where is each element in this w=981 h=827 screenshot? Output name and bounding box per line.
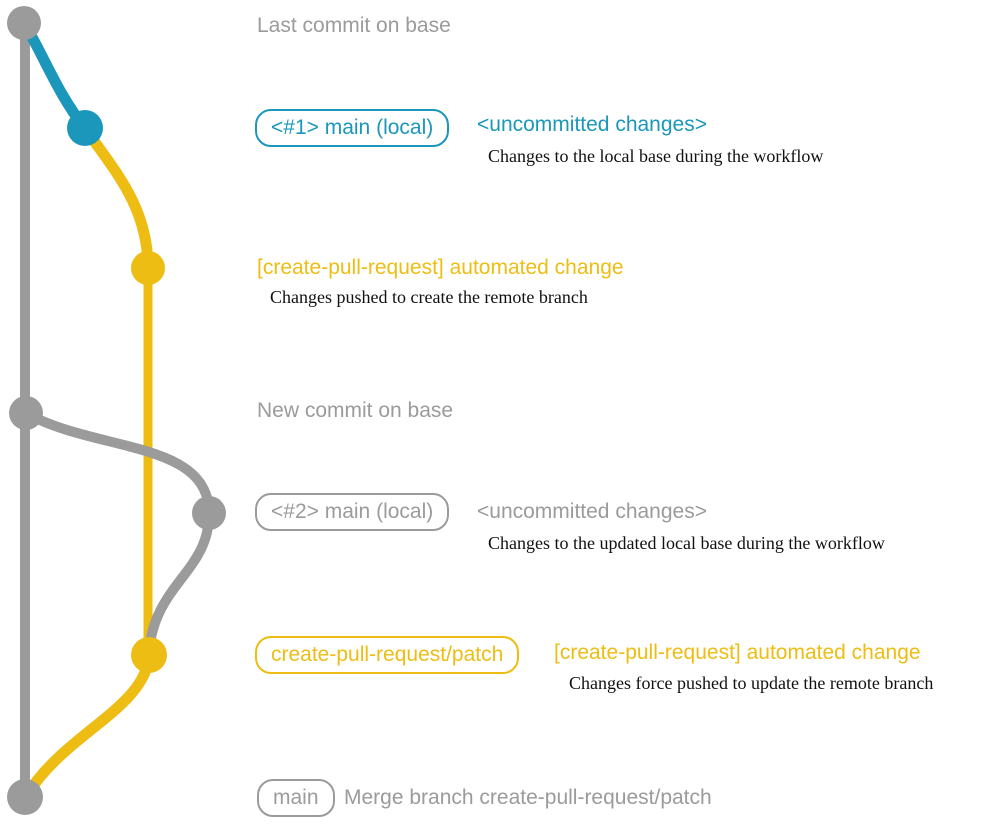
edge-local-2-to-remote-2 [144, 508, 215, 660]
commit-node-local-1 [67, 110, 103, 146]
status-uncommitted-changes-2: <uncommitted changes> [477, 500, 707, 523]
merge-commit-message: Merge branch create-pull-request/patch [344, 786, 712, 809]
commit-node-local-2 [192, 496, 226, 530]
branch-badge-main-local-2: <#2> main (local) [255, 493, 450, 531]
commit-node-merge [7, 779, 43, 815]
annotation-last-commit-on-base: Last commit on base [257, 14, 451, 37]
edge-base-2-to-local-2 [21, 408, 214, 518]
commit-title-automated-change-2: [create-pull-request] automated change [554, 641, 921, 664]
note-local-base-workflow-1: Changes to the local base during the wor… [488, 146, 824, 166]
branch-badge-main: main [257, 779, 335, 817]
note-pushed-to-create-remote-branch: Changes pushed to create the remote bran… [270, 287, 588, 307]
commit-node-new-base [9, 396, 43, 430]
commit-node-last-base [7, 6, 41, 40]
annotation-new-commit-on-base: New commit on base [257, 399, 454, 422]
edge-base-to-local-1 [18, 17, 91, 134]
commit-node-remote-1 [131, 251, 165, 285]
branch-badge-main-local-1: <#1> main (local) [255, 109, 450, 147]
commit-title-automated-change-1: [create-pull-request] automated change [257, 256, 624, 279]
edge-local-1-to-remote-1 [79, 122, 154, 274]
status-uncommitted-changes-1: <uncommitted changes> [477, 113, 707, 136]
commit-node-remote-2 [131, 637, 167, 673]
edge-remote-2-to-merge [21, 649, 155, 801]
note-updated-local-base-workflow: Changes to the updated local base during… [488, 533, 885, 553]
branch-badge-create-pull-request-patch: create-pull-request/patch [255, 636, 520, 674]
note-force-pushed-update-remote-branch: Changes force pushed to update the remot… [569, 673, 934, 693]
